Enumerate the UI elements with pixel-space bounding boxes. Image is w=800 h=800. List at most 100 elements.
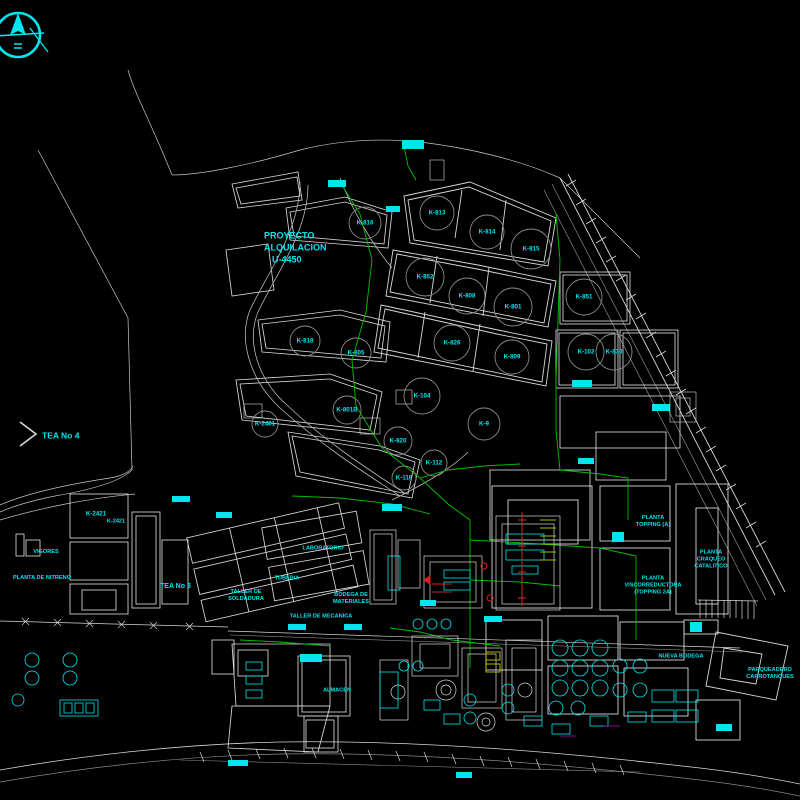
tank-label: K-118 — [396, 475, 413, 482]
tank-label: K-805 — [348, 350, 365, 357]
contour-lines — [0, 69, 641, 521]
tank-outline — [405, 257, 445, 297]
tank-k-815[interactable]: K-815 — [510, 228, 552, 270]
building-label-line: TOPPING (A) — [636, 522, 671, 528]
building-label-line: CRAQUEO — [697, 556, 726, 562]
building-label-line: CATALITICO — [694, 564, 728, 570]
tank-outline — [567, 333, 605, 371]
tank-outline — [448, 277, 486, 315]
tank-k-852[interactable]: K-852 — [405, 257, 445, 297]
tank-k-818[interactable]: K-818 — [289, 325, 321, 357]
tank-outline — [383, 426, 413, 456]
internal-roads — [245, 177, 469, 501]
tank-k-820[interactable]: K-820 — [383, 426, 413, 456]
tank-label: K-813 — [429, 210, 446, 217]
tank-k-2401[interactable]: K-2401 — [251, 410, 279, 438]
tank-k-801b[interactable]: K-801B — [332, 395, 362, 425]
building-almacen[interactable]: ALMACEN — [323, 687, 351, 693]
tank-farm-dikes — [373, 181, 557, 387]
tank-label: K-808 — [459, 293, 476, 300]
tea3-label: TEA No 3 — [160, 583, 191, 590]
lower-left-lots — [211, 639, 351, 753]
tank-outline — [403, 377, 441, 415]
building-label-line: PLANTA — [642, 575, 664, 581]
tea4-label: TEA No 4 — [42, 430, 80, 440]
tank-label: K-801B — [336, 407, 358, 414]
tank-k-851[interactable]: K-851 — [565, 278, 603, 316]
tank-outline — [469, 214, 505, 250]
tank-label: K-826 — [444, 340, 461, 347]
building-taller-mecanica[interactable]: TALLER DE MECANICA — [290, 613, 353, 619]
tank-k-118[interactable]: K-118 — [391, 465, 417, 491]
tank-k-826[interactable]: K-826 — [433, 324, 471, 362]
tank-label: K-851 — [576, 294, 593, 301]
tank-k-104[interactable]: K-104 — [403, 377, 441, 415]
tank-k-112[interactable]: K-112 — [420, 449, 448, 477]
building-edificio-k2421[interactable]: K-2421 — [107, 518, 125, 524]
building-label-line: NUEVA BODEGA — [658, 653, 703, 659]
tank-outline — [510, 228, 552, 270]
north-arrow-icon — [0, 11, 49, 59]
tank-outline — [348, 206, 382, 240]
building-vigores[interactable]: VIGORES — [33, 549, 59, 555]
tank-label: K-814 — [479, 229, 496, 236]
tank-outline — [251, 410, 279, 438]
tank-k-102[interactable]: K-102 — [567, 333, 605, 371]
building-tuberia[interactable]: TUBERIA — [275, 575, 300, 581]
building-label-line: VISCORREDUCTORA — [624, 582, 681, 588]
tank-label: K-816 — [357, 220, 374, 227]
tank-outline — [420, 449, 448, 477]
project-note-line3: U-4450 — [272, 254, 302, 264]
tank-outline — [332, 395, 362, 425]
tank-k-830[interactable]: K-830 — [595, 333, 633, 371]
tank-label: K-809 — [504, 354, 521, 361]
building-label-line: PARQUEADERO — [748, 667, 792, 673]
building-planta-nitrogeno[interactable]: PLANTA DE NITRENO — [13, 575, 72, 581]
tank-outline — [289, 325, 321, 357]
tank-label: K-815 — [523, 246, 540, 253]
property-boundary-fence — [0, 617, 743, 653]
building-label-line: PLANTA — [700, 549, 722, 555]
tank-outline — [493, 287, 533, 327]
tank-k-814[interactable]: K-814 — [469, 214, 505, 250]
tank-k-805[interactable]: K-805 — [340, 337, 372, 369]
process-unit-detail — [11, 512, 699, 737]
tank-outline — [391, 465, 417, 491]
tank-label: K-9 — [479, 421, 490, 428]
tank-label: K-104 — [414, 393, 431, 400]
tank-label: K-2401 — [255, 421, 276, 428]
tag-boxes — [172, 140, 732, 778]
building-nueva-bodega[interactable]: NUEVA BODEGA — [658, 653, 703, 659]
tank-k-813[interactable]: K-813 — [419, 195, 455, 231]
tank-label: K-102 — [578, 349, 595, 356]
building-label-line: PLANTA DE NITRENO — [13, 575, 72, 581]
building-label-line: TUBERIA — [275, 575, 300, 581]
building-label-line: PLANTA — [642, 515, 664, 521]
tank-k-9[interactable]: K-9 — [467, 407, 501, 441]
tank-k-809[interactable]: K-809 — [494, 339, 530, 375]
right-tank-blocks — [489, 271, 681, 541]
tea4-marker — [19, 421, 38, 447]
building-label-line: TALLER DE MECANICA — [290, 613, 353, 619]
workshop-buildings — [15, 493, 370, 623]
tank-k-808[interactable]: K-808 — [448, 277, 486, 315]
tank-k-801[interactable]: K-801 — [493, 287, 533, 327]
building-laboratorio[interactable]: LABORATORIO — [302, 545, 344, 551]
tank-label: K-820 — [390, 438, 407, 445]
building-label-line: CARROTANQUES — [746, 674, 794, 680]
project-note-line2: ALQUILACION — [264, 242, 327, 252]
tank-k-2421[interactable]: K-2421 — [86, 511, 107, 518]
tank-k-816[interactable]: K-816 — [348, 206, 382, 240]
tank-outline — [340, 337, 372, 369]
project-note: PROYECTO ALQUILACION U-4450 — [264, 230, 327, 264]
